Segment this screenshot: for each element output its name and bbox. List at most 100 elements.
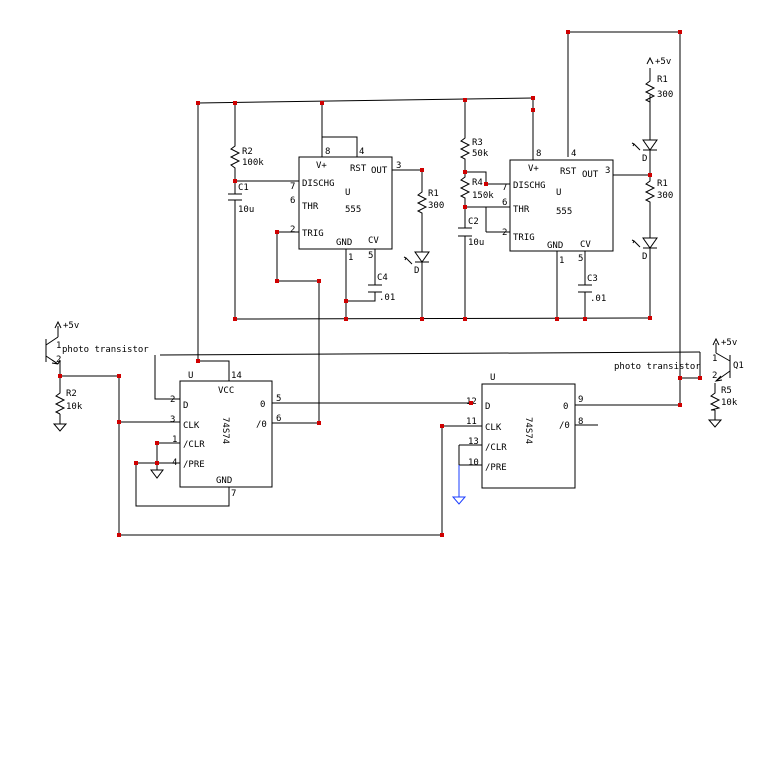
r3-value: 50k <box>472 149 489 159</box>
pt1-label: photo transistor <box>62 345 149 355</box>
timer2-pin4: 4 <box>571 149 576 159</box>
supply-label-3: +5v <box>655 57 671 67</box>
resistor-r2-100k <box>229 143 241 171</box>
timer1-ref: U <box>345 188 350 198</box>
resistors: R2 100k R1 300 R3 50k R4 150k R1 300 R1 … <box>54 75 738 415</box>
r1c-value: 300 <box>657 191 673 201</box>
timer1-pin7: 7 <box>290 182 295 192</box>
ff2-d-label: D <box>485 402 490 412</box>
ff2-pin13: 13 <box>468 437 479 447</box>
r1b-value: 300 <box>657 90 673 100</box>
r3-ref: R3 <box>472 138 483 148</box>
ff2-pin11: 11 <box>466 417 477 427</box>
timer2-body <box>509 159 614 252</box>
c1-ref: C1 <box>238 183 249 193</box>
timer1-body <box>298 156 393 250</box>
capacitor-c2: C2 10u <box>458 217 484 248</box>
supply-5v-r1: +5v <box>646 56 671 78</box>
wires <box>59 31 716 536</box>
ff1-type: 74S74 <box>220 417 230 444</box>
timer1-thr-label: THR <box>302 202 319 212</box>
ff1-pin2: 2 <box>170 395 175 405</box>
ff1-gnd-label: GND <box>216 476 232 486</box>
r5-ref: R5 <box>721 386 732 396</box>
timer2-type: 555 <box>556 207 572 217</box>
ground-ff1 <box>150 469 164 479</box>
timer2-pin7: 7 <box>502 183 507 193</box>
timer1-type: 555 <box>345 205 361 215</box>
c3-ref: C3 <box>587 274 598 284</box>
r4-value: 150k <box>472 191 494 201</box>
timer1-pin6: 6 <box>290 196 295 206</box>
pt2-pin1: 1 <box>712 354 717 364</box>
ff2-type: 74S74 <box>523 417 533 444</box>
resistor-r2-10k <box>54 390 66 415</box>
timer1-vplus-label: V+ <box>316 161 327 171</box>
timer1-cv-label: CV <box>368 236 379 246</box>
timer2-out-label: OUT <box>582 170 599 180</box>
capacitor-c4: C4 .01 <box>368 273 395 303</box>
ff2-q-label: 0 <box>563 402 568 412</box>
c2-value: 10u <box>468 238 484 248</box>
timer2-pin2: 2 <box>502 228 507 238</box>
ff1-pre-label: /PRE <box>183 460 205 470</box>
c1-value: 10u <box>238 205 254 215</box>
capacitor-c3: C3 .01 <box>578 274 606 304</box>
pt2-label: photo transistor <box>614 362 701 372</box>
r2a-ref: R2 <box>242 147 253 157</box>
timer1-trig-label: TRIG <box>302 229 324 239</box>
ff1-pin7: 7 <box>231 489 236 499</box>
pt1-pin2: 2 <box>56 355 61 365</box>
r2a-value: 100k <box>242 158 264 168</box>
r5-value: 10k <box>721 398 738 408</box>
ff1-vcc-label: VCC <box>218 386 234 396</box>
c3-value: .01 <box>590 294 606 304</box>
r1b-ref: R1 <box>657 75 668 85</box>
ff1-pin1: 1 <box>172 435 177 445</box>
ff2-ref: U <box>490 373 495 383</box>
ff1-clr-label: /CLR <box>183 440 205 450</box>
timer1-pin2: 2 <box>290 225 295 235</box>
ff1-pin14: 14 <box>231 371 242 381</box>
timer2-pin5: 5 <box>578 254 583 264</box>
timer2-rst-label: RST <box>560 167 577 177</box>
ff1-pin4: 4 <box>172 458 177 468</box>
diodes: D D D <box>403 135 658 276</box>
led-d-3: D <box>631 235 658 262</box>
c4-value: .01 <box>379 293 395 303</box>
ff2-qn-label: /0 <box>559 421 570 431</box>
resistor-r5-10k <box>709 390 721 411</box>
timer2-thr-label: THR <box>513 205 530 215</box>
r2b-value: 10k <box>66 402 83 412</box>
timer1-out-label: OUT <box>371 166 388 176</box>
led-d-1: D <box>403 246 430 276</box>
d2-ref: D <box>642 154 647 164</box>
timer1-gnd-label: GND <box>336 238 352 248</box>
ff1-clk-label: CLK <box>183 421 200 431</box>
timer1-dischg-label: DISCHG <box>302 179 335 189</box>
ff2-pin8: 8 <box>578 417 583 427</box>
supply-label-2: +5v <box>721 338 737 348</box>
ff2-pin10: 10 <box>468 458 479 468</box>
ground-r2b <box>52 423 68 432</box>
ground-r5 <box>707 419 723 428</box>
resistor-r3-50k <box>459 135 471 160</box>
timer2-pin6: 6 <box>502 198 507 208</box>
resistor-r1-300-b <box>644 78 656 105</box>
pt2-ref: Q1 <box>733 361 744 371</box>
timer2-pin3: 3 <box>605 166 610 176</box>
r1a-ref: R1 <box>428 189 439 199</box>
d1-ref: D <box>414 266 419 276</box>
flipflop-74s74-1: U VCC D CLK /CLR /PRE GND 0 /0 74S74 14 … <box>170 371 281 499</box>
timer-555-1: V+ RST OUT DISCHG U THR 555 TRIG GND CV … <box>290 147 401 263</box>
capacitors: C1 10u C4 .01 C2 10u C3 .01 <box>228 183 606 304</box>
ff1-body <box>179 380 273 488</box>
ff2-pre-label: /PRE <box>485 463 507 473</box>
ff1-q-label: 0 <box>260 400 265 410</box>
pt2-pin2: 2 <box>712 371 717 381</box>
ff2-clk-label: CLK <box>485 423 502 433</box>
timer2-pin1: 1 <box>559 256 564 266</box>
c4-ref: C4 <box>377 273 388 283</box>
